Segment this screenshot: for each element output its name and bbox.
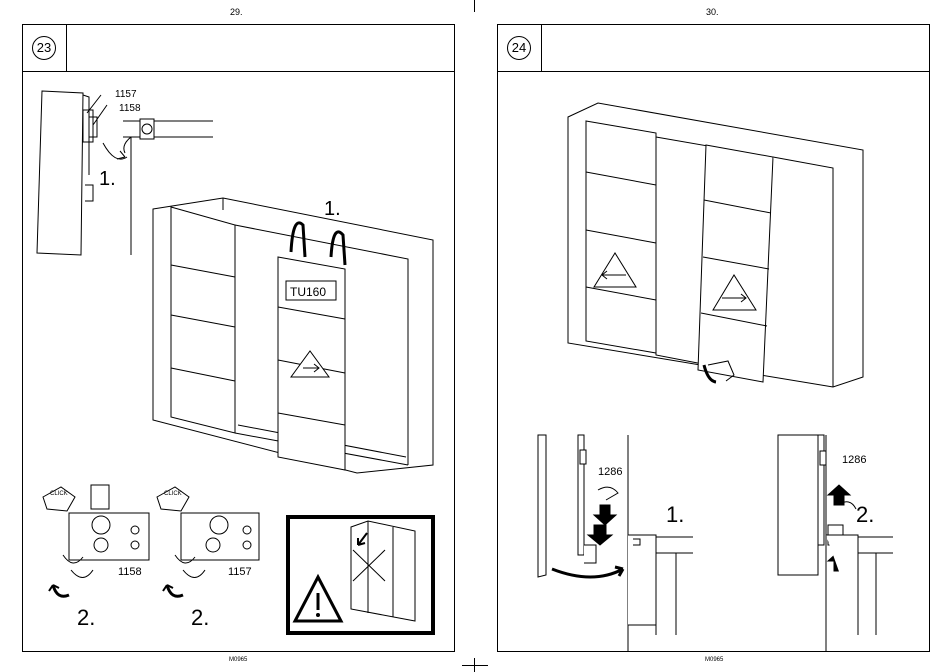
step-2-label-left: 2.: [77, 605, 95, 630]
crop-mark-bottom-h: [462, 665, 488, 666]
label-1286-left: 1286: [598, 466, 622, 478]
step-1-label-bottom: 1.: [666, 502, 684, 527]
instruction-page-right: 24: [497, 24, 930, 652]
label-1157: 1157: [115, 89, 137, 100]
step-2-label-bottom: 2.: [856, 502, 874, 527]
footer-code-right: M0965: [705, 657, 723, 663]
step-2-label-right: 2.: [191, 605, 209, 630]
wardrobe-drawing: [568, 103, 863, 387]
detail-bottom-right: [157, 487, 259, 596]
step-1-label-top: 1.: [324, 198, 341, 220]
instruction-page-left: 23 1157 1158 1.: [22, 24, 455, 652]
click-label-left: CLICK: [50, 491, 68, 497]
warning-box: [288, 517, 433, 633]
footer-code-left: M0965: [229, 657, 247, 663]
label-1158: 1158: [119, 103, 141, 114]
tu160-label: TU160: [290, 285, 326, 299]
label-1157-bottom: 1157: [228, 566, 252, 578]
page-number-right: 30.: [706, 7, 719, 17]
crop-mark-top: [474, 0, 475, 12]
assembly-illustration-step-24: 1286 1. 1286 2.: [498, 25, 929, 651]
click-label-right: CLICK: [164, 491, 182, 497]
label-1286-right: 1286: [842, 454, 866, 466]
page-number-left: 29.: [230, 7, 243, 17]
step-1-label-detail: 1.: [99, 168, 116, 190]
assembly-illustration-step-23: 1157 1158 1. 1. TU160: [23, 25, 454, 651]
detail-bottom-right: [778, 435, 893, 651]
detail-bottom-left: [43, 485, 149, 596]
wardrobe-drawing: [153, 198, 433, 473]
label-1158-bottom: 1158: [118, 566, 142, 578]
